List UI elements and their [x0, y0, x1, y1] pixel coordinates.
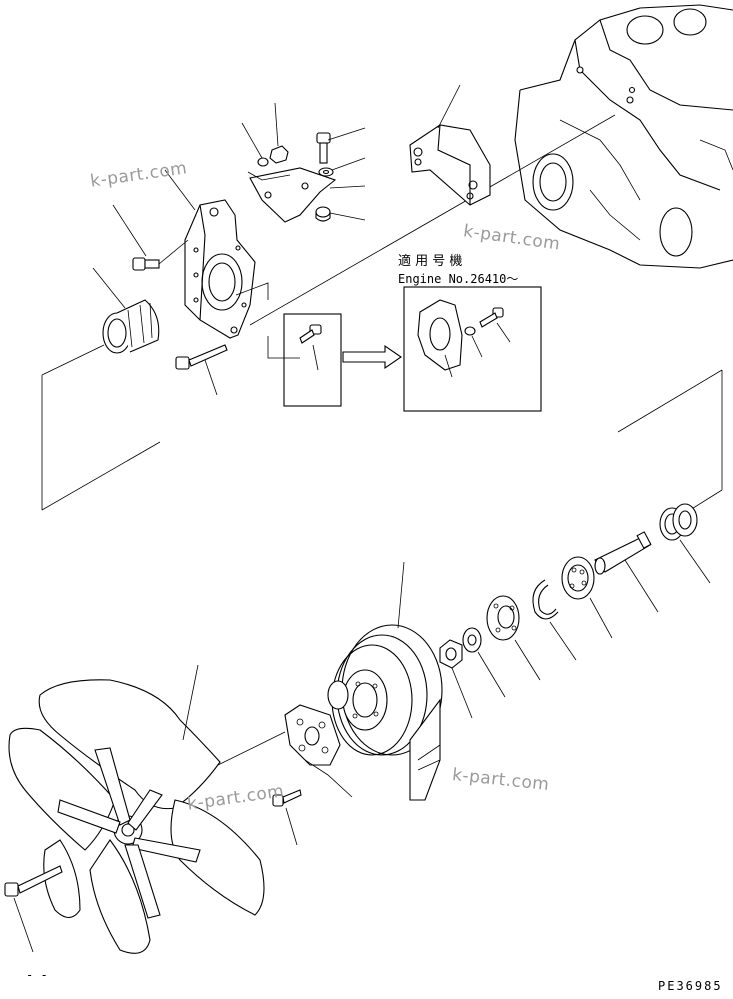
bolt-spacer	[272, 789, 302, 807]
bearing-center	[561, 556, 595, 600]
bearing-right	[659, 503, 698, 541]
assembly-connection-lines	[41, 344, 723, 511]
leader-fan	[182, 664, 199, 741]
snap-ring	[532, 579, 559, 620]
sleeve	[102, 299, 160, 354]
engine-block	[514, 4, 733, 269]
arrow	[342, 344, 402, 370]
leader-fan-bolt	[13, 897, 34, 953]
fan-axis-line	[217, 731, 286, 766]
leader-sleeve	[92, 267, 126, 309]
mounting-plate	[184, 199, 256, 339]
pulley	[327, 624, 443, 801]
drawing-code: PE36985	[658, 979, 723, 993]
shaft	[594, 531, 652, 575]
fan-spacer	[284, 704, 341, 766]
small-parts-top	[249, 132, 337, 223]
leader-nut-mid	[451, 667, 473, 719]
plate-bracket-line	[235, 282, 269, 300]
inset-bolt-box	[267, 313, 342, 407]
serial-note-title: 適 用 号 機	[398, 254, 463, 269]
leader-long-bolt	[204, 359, 218, 396]
leader-bracket	[437, 84, 461, 129]
serial-note-engine-no: Engine No.26410～	[398, 272, 519, 286]
leaders-small-parts	[241, 102, 366, 221]
bolt-upper-left	[132, 239, 189, 271]
fan	[8, 679, 265, 954]
leader-bolt-spacer	[285, 807, 298, 846]
long-bolt	[175, 344, 228, 370]
leader-flange	[514, 639, 541, 681]
leader-shaft	[624, 559, 659, 613]
nut-mid	[439, 639, 463, 669]
leader-fan-spacer	[304, 759, 353, 798]
leader-plate	[164, 169, 196, 211]
flange	[486, 595, 520, 641]
washer-mid	[462, 627, 482, 653]
leader-snap-ring	[549, 621, 577, 661]
assembly-axis-line	[249, 114, 616, 326]
leader-bolt-upper	[112, 204, 147, 257]
leader-pulley	[397, 561, 405, 629]
bracket	[409, 124, 491, 206]
inset-serial-box	[403, 286, 542, 412]
fan-bolt	[4, 865, 63, 897]
leader-bearing-right	[679, 539, 711, 584]
leader-washer-mid	[477, 651, 506, 698]
leader-bearing-center	[589, 597, 613, 639]
corner-mark: - -	[26, 968, 48, 982]
